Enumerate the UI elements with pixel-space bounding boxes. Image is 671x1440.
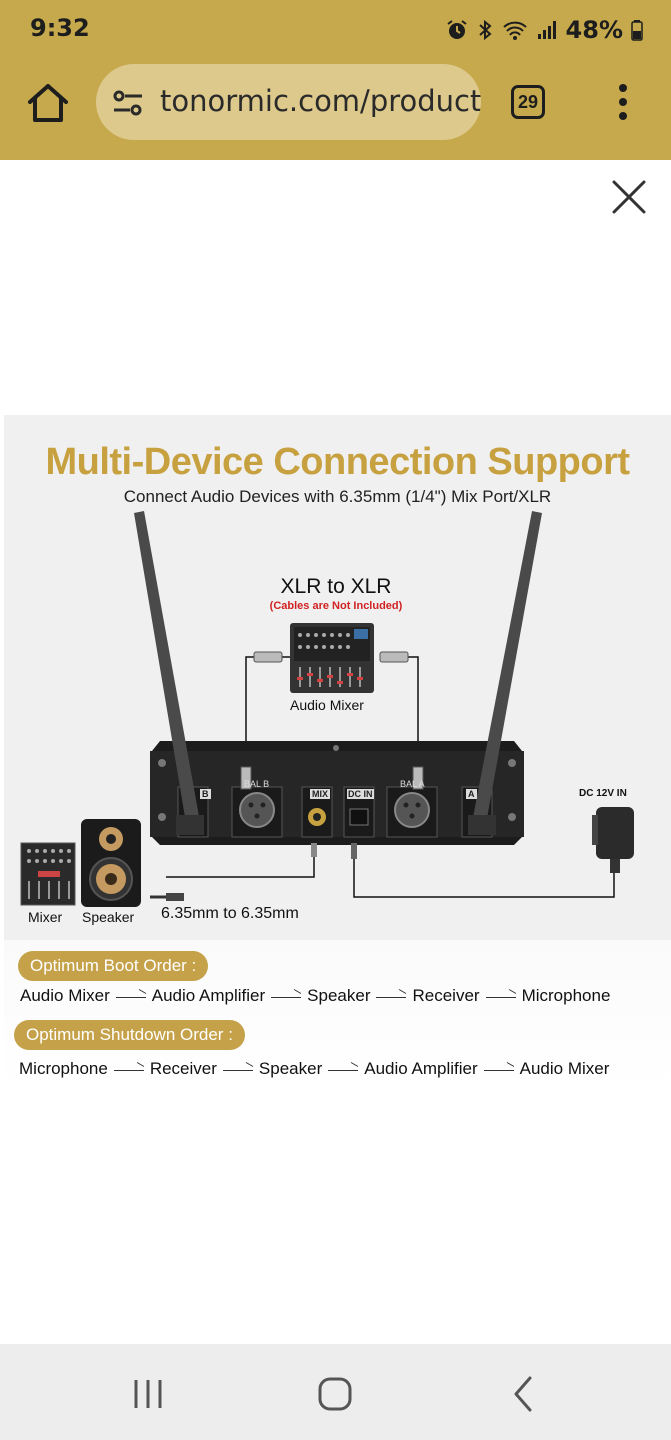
- boot-order-sequence: Audio Mixer Audio Amplifier Speaker Rece…: [20, 986, 610, 1006]
- alarm-icon: [446, 20, 467, 39]
- boot-order-label: Optimum Boot Order :: [18, 951, 209, 981]
- port-bal-b-label: BAL B: [244, 779, 270, 789]
- arrow-icon: [485, 991, 516, 1001]
- arrow-icon: [376, 991, 407, 1001]
- order-section: Optimum Boot Order : Audio Mixer Audio A…: [4, 940, 671, 1088]
- antenna-right: [470, 511, 542, 835]
- boot-step: Audio Amplifier: [151, 986, 266, 1005]
- battery-icon: [631, 20, 643, 41]
- speaker-label: Speaker: [82, 909, 135, 925]
- xlr-note: (Cables are Not Included): [269, 600, 403, 612]
- mixer-label: Mixer: [28, 909, 63, 925]
- bluetooth-icon: [478, 19, 492, 41]
- boot-step: Microphone: [521, 986, 611, 1005]
- product-image: Multi-Device Connection Support Connect …: [4, 415, 671, 940]
- arrow-icon: [483, 1064, 514, 1074]
- system-nav-bar: [0, 1344, 671, 1440]
- dc-adapter: [592, 807, 634, 873]
- shutdown-step: Speaker: [258, 1059, 323, 1078]
- signal-icon: [537, 21, 556, 39]
- wifi-icon: [502, 21, 527, 40]
- more-vert-icon[interactable]: [615, 82, 631, 122]
- audio-mixer-device: [290, 623, 374, 693]
- headline: Multi-Device Connection Support: [45, 441, 630, 483]
- shutdown-step: Audio Amplifier: [364, 1059, 478, 1078]
- cable-label: 6.35mm to 6.35mm: [161, 905, 299, 922]
- arrow-icon: [271, 991, 302, 1001]
- port-dc-in-label: DC IN: [347, 789, 374, 799]
- arrow-icon: [113, 1064, 144, 1074]
- site-settings-icon[interactable]: [112, 90, 144, 116]
- close-icon[interactable]: [610, 178, 648, 216]
- boot-step: Speaker: [307, 986, 371, 1005]
- shutdown-step: Microphone: [19, 1059, 108, 1078]
- shutdown-order-sequence: Microphone Receiver Speaker Audio Amplif…: [19, 1059, 609, 1079]
- shutdown-step: Audio Mixer: [519, 1059, 610, 1078]
- boot-step: Audio Mixer: [20, 986, 110, 1005]
- port-bal-a-label: BAL A: [400, 779, 425, 789]
- xlr-plug-right: [379, 651, 409, 663]
- port-a-label: A: [466, 789, 477, 799]
- shutdown-step: Receiver: [149, 1059, 217, 1078]
- xlr-title: XLR to XLR: [280, 575, 392, 598]
- subline: Connect Audio Devices with 6.35mm (1/4")…: [123, 487, 552, 506]
- boot-step: Receiver: [412, 986, 480, 1005]
- battery-percent: 48%: [565, 16, 623, 44]
- back-icon[interactable]: [504, 1374, 544, 1414]
- home-icon[interactable]: [24, 80, 72, 126]
- port-b-label: B: [200, 789, 211, 799]
- nav-home-icon[interactable]: [315, 1374, 355, 1414]
- browser-chrome: 9:32 48%: [0, 0, 671, 160]
- audio-mixer-label: Audio Mixer: [290, 697, 364, 713]
- address-bar[interactable]: tonormic.com/products/: [96, 64, 481, 140]
- arrow-icon: [222, 1064, 253, 1074]
- speaker-device: [81, 819, 141, 907]
- recents-icon[interactable]: [128, 1374, 168, 1414]
- dc-label: DC 12V IN: [579, 788, 627, 799]
- status-time: 9:32: [30, 14, 90, 42]
- mixer-device: [20, 842, 76, 906]
- status-icons: 48%: [446, 14, 643, 46]
- port-mix-label: MIX: [310, 789, 331, 799]
- xlr-plug-left: [253, 651, 283, 663]
- arrow-icon: [115, 991, 146, 1001]
- url-text: tonormic.com/products/: [160, 84, 481, 118]
- receiver-unit: [150, 741, 524, 845]
- arrow-icon: [328, 1064, 359, 1074]
- tabs-button[interactable]: 29: [511, 85, 545, 119]
- tab-count: 29: [517, 92, 539, 112]
- shutdown-order-label: Optimum Shutdown Order :: [14, 1020, 245, 1050]
- antenna-left: [134, 511, 202, 835]
- connection-diagram: [20, 511, 634, 907]
